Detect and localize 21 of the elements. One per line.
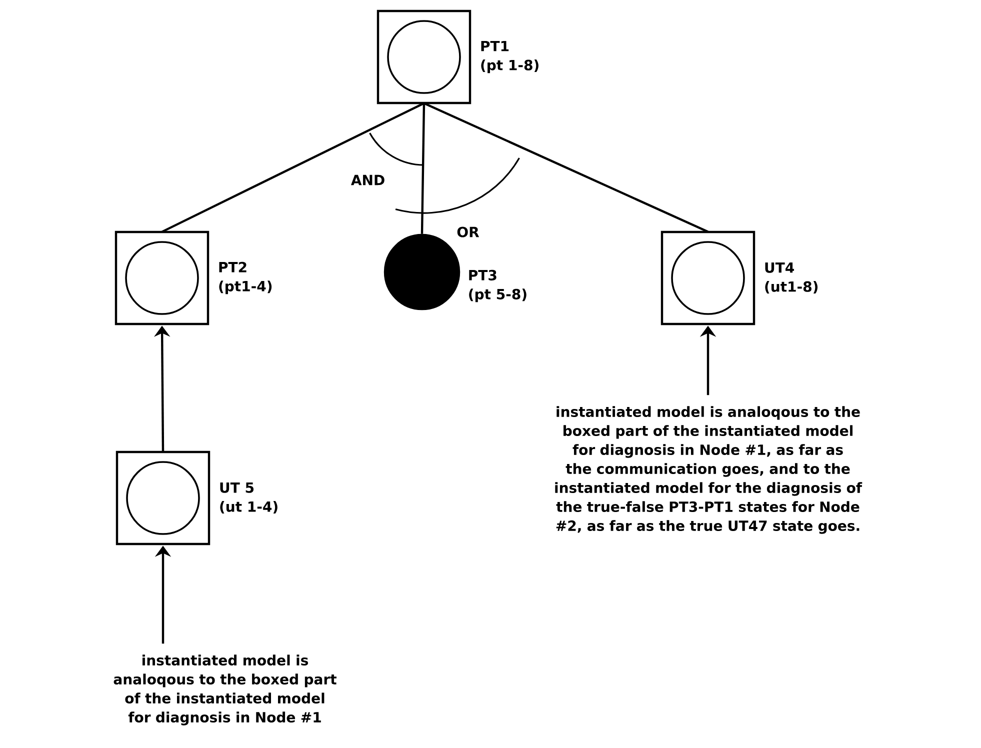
node-label: (pt 1-8)	[481, 60, 538, 74]
connector-line	[420, 103, 426, 234]
node-label: (ut1-8)	[765, 281, 818, 294]
boxed-circle-node: PT2 (pt1-4)	[114, 230, 272, 326]
boxed-circle-node: PT1 (pt 1-8)	[376, 10, 538, 104]
node-label: (ut 1-4)	[220, 501, 278, 514]
connector-line	[162, 102, 424, 233]
node-label: (pt1-4)	[219, 280, 272, 294]
boxed-circle-node: UT 5 (ut 1-4)	[116, 450, 278, 546]
node-label: PT1	[481, 40, 509, 52]
node-label: UT4	[765, 262, 794, 273]
connector-line	[424, 102, 708, 233]
note-text: instantiated model is analoqous to the boxed part of the instantiated model for diagnosis in Node #1, as far as the communication goes, and to the instantiated model for the diagnosis of the true-false PT3-PT1 states for Node #2, as far as the true UT47 state goes.	[555, 406, 862, 534]
note-text: instantiated model is analoqous to the boxed part of the instantiated model for diagnosis in Node #1	[114, 654, 336, 726]
node-label: PT2	[219, 262, 246, 272]
gate-label: OR	[457, 226, 480, 238]
gate-label: AND	[350, 174, 384, 186]
node-label: UT 5	[220, 482, 254, 493]
node-label: (pt 5-8)	[469, 288, 526, 302]
node-label: PT3	[469, 270, 496, 280]
boxed-circle-node: UT4 (ut1-8)	[660, 230, 818, 326]
